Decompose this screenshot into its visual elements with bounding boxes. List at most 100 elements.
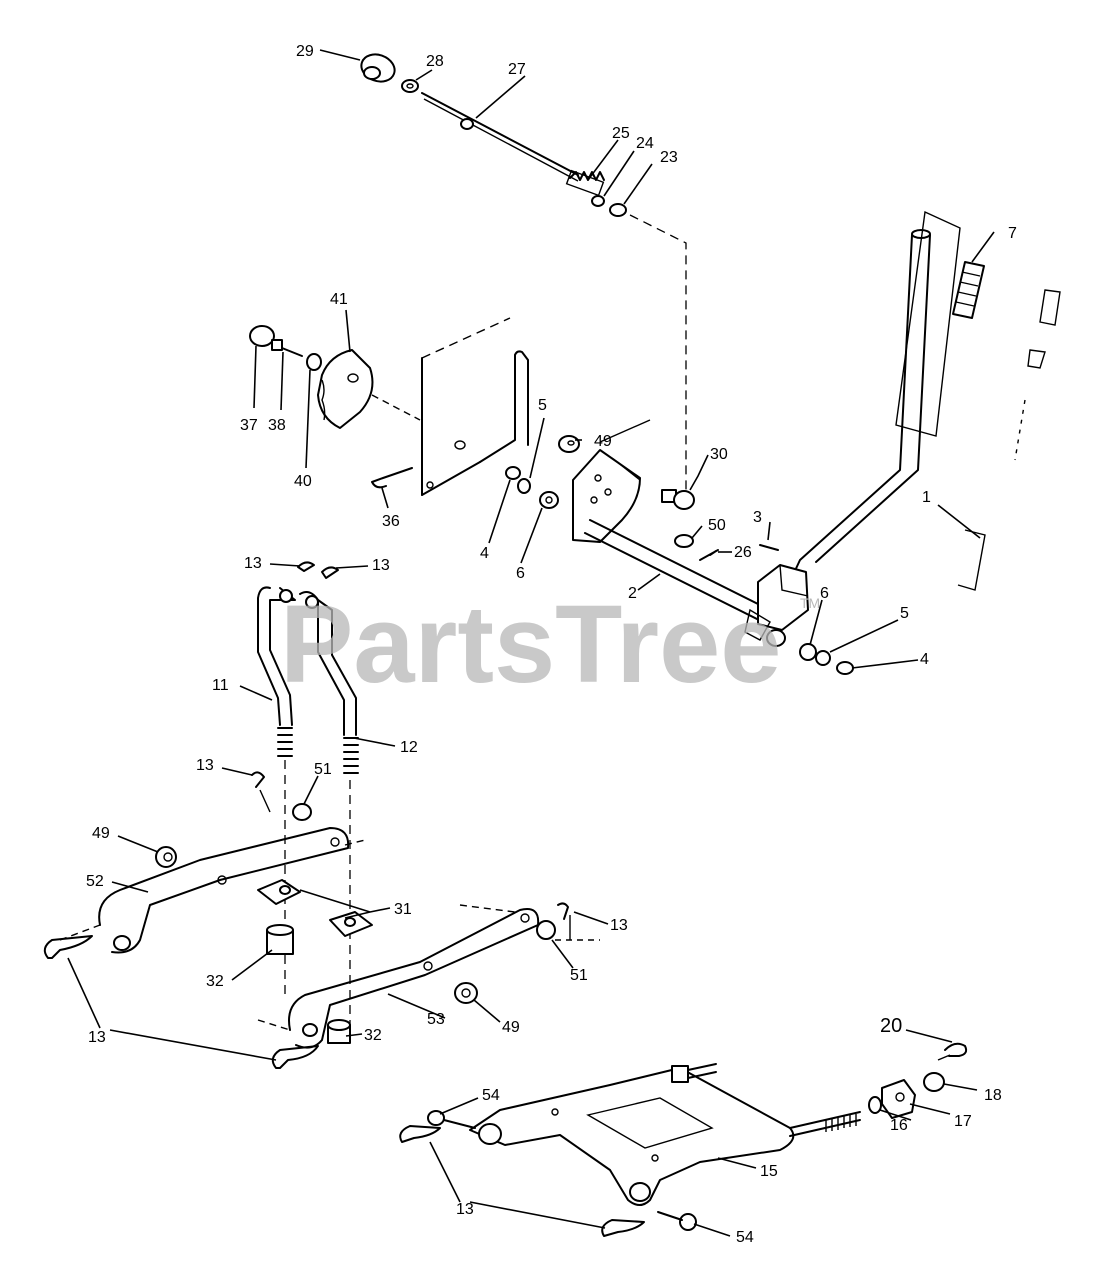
part-25-spring [565,169,605,197]
part-13-clip-hitch-bottom [601,1219,645,1237]
part-31-trunnion-upper [257,879,301,905]
part-16-washer [868,1096,882,1114]
part-54-bolt-top [427,1110,476,1129]
callout-13-mid: 13 [196,757,214,774]
part-31-trunnion-lower [329,911,373,937]
callout-32-lower: 32 [364,1027,382,1044]
callout-15: 15 [760,1163,778,1180]
part-12-rod [299,591,359,1040]
callout-36: 36 [382,513,400,530]
callout-4-right: 4 [920,651,929,668]
callout-53: 53 [427,1011,445,1028]
part-7-grip [952,261,985,319]
part-2-shaft [584,519,771,624]
callout-25: 25 [612,125,630,142]
part-53-lift-arm [257,904,540,1049]
part-15-front-hitch [469,1063,795,1206]
bracket-assembly [249,317,779,624]
callout-29: 29 [296,43,314,60]
part-4-clip [505,466,521,480]
lift-handle-assembly [744,210,1061,675]
callout-18: 18 [984,1087,1002,1104]
part-20-clip [944,1042,968,1057]
callout-2: 2 [628,585,637,602]
callout-41: 41 [330,291,348,308]
callout-7: 7 [1008,225,1017,242]
callout-38: 38 [268,417,286,434]
handle-pivot-block [744,564,809,641]
callout-5-right: 5 [900,605,909,622]
callout-49-left: 49 [92,825,110,842]
callout-54-bottom: 54 [736,1229,754,1246]
callout-28: 28 [426,53,444,70]
part-52-lift-arm [59,827,366,954]
callout-5-top: 5 [538,397,547,414]
part-37-cap [249,325,275,347]
part-27-rod [421,92,579,182]
callout-labels: 29 28 27 25 24 23 7 41 37 38 40 5 49 30 … [86,43,1017,1246]
callout-51-left: 51 [314,761,332,778]
part-49-washer-left [155,846,177,868]
callout-12: 12 [400,739,418,756]
callout-4-top: 4 [480,545,489,562]
leader-lines [67,49,995,1237]
callout-50: 50 [708,517,726,534]
front-hitch-assembly [399,1042,968,1237]
part-13-clip-left [43,935,93,959]
callout-31: 31 [394,901,412,918]
callout-1: 1 [922,489,931,506]
part-3-pin [759,544,779,551]
watermark-trademark: TM [800,595,820,611]
front-hitch-rod [789,1111,861,1137]
callout-52: 52 [86,873,104,890]
part-41-cam [317,349,374,429]
part-51-washer [292,803,312,821]
part-36-clip [371,467,413,489]
callout-13-right: 13 [610,917,628,934]
part-50-washer [674,534,694,548]
part-17-trunnion [881,1079,916,1119]
part-32-spacer-lower [327,1019,351,1044]
part-6-bushing-right [766,629,786,647]
lift-bracket-plate [421,317,529,496]
callout-11: 11 [212,677,229,694]
part-54-bolt-bottom [657,1211,697,1231]
callout-3: 3 [753,509,762,526]
link-rods [257,561,359,1040]
callout-30: 30 [710,446,728,463]
callout-20: 20 [880,1015,902,1037]
callout-24: 24 [636,135,654,152]
part-29-knob [360,53,396,83]
callout-17: 17 [954,1113,972,1130]
part-40-washer [306,353,322,371]
part-5-washer-right [815,650,831,666]
part-30-trunnion [661,489,695,510]
callout-49-top: 49 [594,433,612,450]
part-13-clip-lower [271,1045,319,1069]
part-49-washer-lower [454,982,478,1004]
top-rod-assembly [360,53,687,495]
callout-16: 16 [890,1117,908,1134]
callout-13-top-right: 13 [372,557,390,574]
part-6-bushing [539,491,559,509]
callout-26: 26 [734,544,752,561]
part-5-washer [517,478,531,494]
part-18-nut [923,1072,945,1092]
part-4-clip-right [836,661,854,675]
watermark-text: PartsTree [280,583,781,706]
callout-32-upper: 32 [206,973,224,990]
callout-13-hitch: 13 [456,1201,474,1218]
part-23-washer [609,203,627,217]
part-28-nut [401,79,419,93]
callout-54-top: 54 [482,1087,500,1104]
callout-13-left: 13 [88,1029,106,1046]
part-6-bushing-right-b [799,643,817,661]
callout-37: 37 [240,417,258,434]
part-24-washer [591,195,605,207]
callout-6-top: 6 [516,565,525,582]
part-51-washer-right [536,920,556,940]
callout-13-top-left: 13 [244,555,262,572]
callout-27: 27 [508,61,526,78]
part-11-rod [257,586,296,1000]
